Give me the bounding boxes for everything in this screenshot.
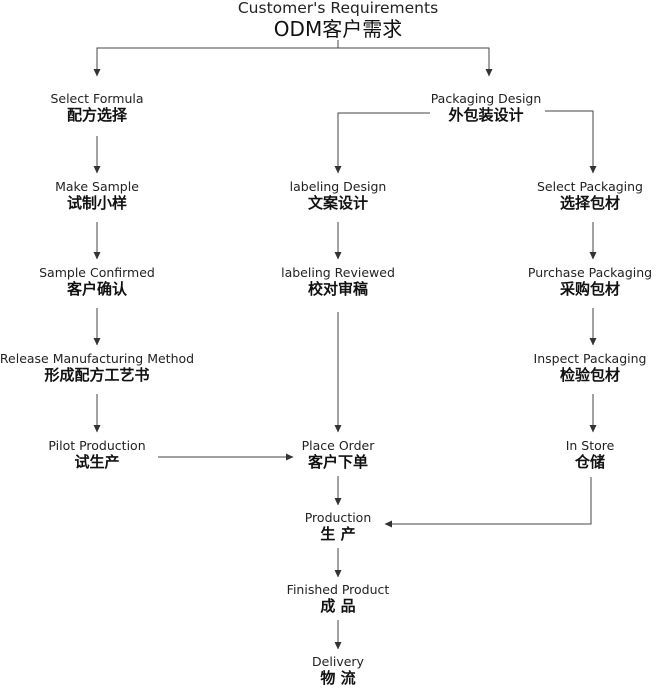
node-customer-requirements: Customer's Requirements ODM客户需求 [238, 0, 438, 41]
node-finished-product: Finished Product 成 品 [287, 582, 390, 616]
node-label-en: Release Manufacturing Method [0, 351, 195, 366]
node-labeling-reviewed: labeling Reviewed 校对审稿 [281, 265, 395, 299]
node-in-store: In Store 仓储 [566, 438, 615, 472]
node-label-en: labeling Design [289, 179, 387, 194]
node-production: Production 生 产 [305, 510, 372, 544]
node-label-en: Customer's Requirements [237, 0, 439, 17]
node-label-en: Production [304, 510, 372, 525]
node-inspect-packaging: Inspect Packaging 检验包材 [534, 351, 647, 385]
node-label-cn: 客户下单 [307, 453, 369, 471]
node-label-cn: ODM客户需求 [273, 17, 403, 41]
node-label-en: In Store [565, 438, 615, 453]
node-label-cn: 采购包材 [559, 280, 621, 298]
node-label-en: labeling Reviewed [281, 265, 395, 280]
connector-packaging-to-labeling [334, 112, 430, 174]
node-label-en: Select Packaging [537, 179, 643, 194]
node-delivery: Delivery 物 流 [312, 654, 364, 688]
node-label-cn: 文案设计 [307, 194, 369, 212]
connector-title-to-packaging [338, 47, 493, 77]
node-place-order: Place Order 客户下单 [302, 438, 375, 472]
node-label-cn: 成 品 [320, 597, 356, 615]
node-label-cn: 物 流 [320, 669, 356, 687]
node-label-en: Select Formula [50, 91, 144, 106]
connector-packaging-to-select [545, 110, 597, 174]
node-label-cn: 仓储 [574, 453, 605, 471]
node-label-cn: 试生产 [74, 453, 120, 471]
node-label-en: Sample Confirmed [39, 265, 155, 280]
node-sample-confirmed: Sample Confirmed 客户确认 [39, 265, 155, 299]
node-label-en: Make Sample [55, 179, 139, 194]
node-label-cn: 外包装设计 [448, 106, 524, 124]
node-label-en: Purchase Packaging [527, 265, 653, 280]
node-label-cn: 检验包材 [559, 366, 621, 384]
node-label-en: Inspect Packaging [533, 351, 647, 366]
connector-title-to-formula [93, 40, 339, 77]
node-make-sample: Make Sample 试制小样 [55, 179, 139, 213]
node-label-en: Packaging Design [430, 91, 542, 106]
connector-store-to-production [384, 477, 592, 528]
node-pilot-production: Pilot Production 试生产 [48, 438, 145, 472]
node-label-cn: 选择包材 [559, 194, 620, 212]
node-label-en: Finished Product [286, 582, 390, 597]
node-label-en: Pilot Production [48, 438, 146, 453]
node-select-formula: Select Formula 配方选择 [50, 91, 143, 125]
node-label-cn: 配方选择 [66, 106, 127, 124]
node-select-packaging: Select Packaging 选择包材 [537, 179, 643, 213]
node-label-cn: 形成配方工艺书 [44, 366, 150, 384]
node-label-cn: 校对审稿 [307, 280, 369, 298]
node-label-en: Delivery [312, 654, 364, 669]
node-label-cn: 生 产 [320, 525, 356, 543]
node-label-cn: 客户确认 [66, 280, 127, 298]
node-label-en: Place Order [301, 438, 375, 453]
node-release-manufacturing-method: Release Manufacturing Method 形成配方工艺书 [0, 351, 194, 385]
node-label-cn: 试制小样 [66, 194, 127, 212]
node-labeling-design: labeling Design 文案设计 [290, 179, 387, 213]
node-purchase-packaging: Purchase Packaging 采购包材 [528, 265, 652, 299]
node-packaging-design: Packaging Design 外包装设计 [431, 91, 542, 125]
